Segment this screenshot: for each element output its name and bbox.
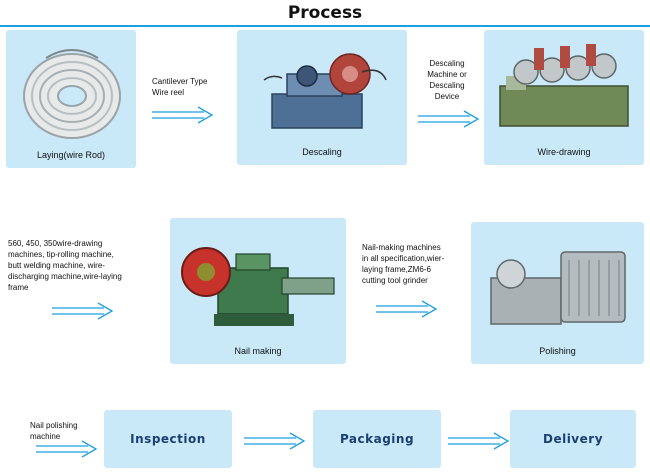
note-nail-making-machines: Nail-making machines in all specificatio… xyxy=(362,243,445,285)
arrow-right-icon xyxy=(36,440,97,458)
polishing-machine-illustration xyxy=(490,251,626,325)
step-caption: Polishing xyxy=(539,346,576,356)
step-card-descaling: Descaling xyxy=(237,30,407,165)
arrow-right-icon xyxy=(52,302,113,320)
stage-inspection: Inspection xyxy=(104,410,232,468)
step-caption: Descaling xyxy=(302,147,342,157)
arrow-right-icon xyxy=(152,106,213,124)
stage-packaging: Packaging xyxy=(313,410,441,468)
wire-coil-illustration xyxy=(23,49,121,139)
wire-drawing-machine-illustration xyxy=(499,44,629,127)
title-underline xyxy=(0,25,650,27)
arrow-right-icon xyxy=(448,432,509,450)
stage-delivery: Delivery xyxy=(510,410,636,468)
step-card-polishing: Polishing xyxy=(471,222,644,364)
step-card-nail-making: Nail making xyxy=(170,218,346,364)
nail-making-machine-illustration xyxy=(181,247,335,326)
note-cantilever: Cantilever Type Wire reel xyxy=(152,77,208,97)
note-wire-drawing-machines: 560, 450, 350wire-drawing machines, tip-… xyxy=(8,239,122,292)
step-caption: Laying(wire Rod) xyxy=(36,150,106,160)
step-caption: Nail making xyxy=(234,346,282,356)
step-card-laying: Laying(wire Rod) xyxy=(6,30,136,168)
step-caption: Wire-drawing xyxy=(537,147,591,157)
arrow-right-icon xyxy=(244,432,305,450)
note-polishing-machine: Nail polishing machine xyxy=(30,421,78,441)
page-title: Process xyxy=(287,3,363,23)
step-card-wire-drawing: Wire-drawing xyxy=(484,30,644,165)
descaling-machine-illustration xyxy=(263,53,387,129)
note-descaling-machine: Descaling Machine or Descaling Device xyxy=(427,59,467,101)
arrow-right-icon xyxy=(418,110,479,128)
arrow-right-icon xyxy=(376,300,437,318)
